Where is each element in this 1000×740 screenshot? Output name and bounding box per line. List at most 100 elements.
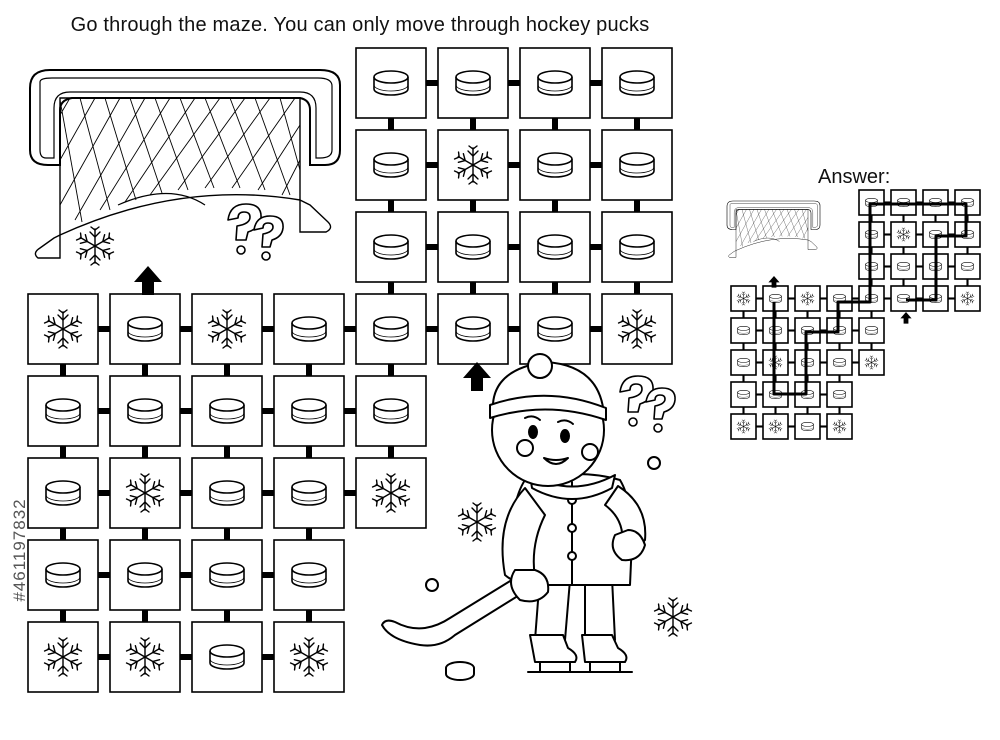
maze-connector: [224, 528, 230, 540]
maze-connector: [806, 311, 809, 318]
hockey-puck-icon: [865, 326, 878, 335]
maze-connector: [820, 361, 827, 364]
maze-connector: [756, 329, 763, 332]
maze-connector: [224, 610, 230, 622]
maze-cell: [109, 539, 181, 611]
maze-connector: [470, 118, 476, 130]
snowflake-icon: [458, 503, 496, 541]
hockey-puck-icon: [537, 234, 573, 260]
maze-connector: [820, 393, 827, 396]
maze-connector: [916, 265, 923, 268]
maze-connector: [552, 118, 558, 130]
hockey-puck-icon: [833, 358, 846, 367]
maze-connector: [508, 80, 520, 86]
maze-connector: [426, 80, 438, 86]
hockey-puck-icon: [769, 294, 782, 303]
maze-connector: [388, 364, 394, 376]
hockey-puck-icon: [619, 70, 655, 96]
answer-label: Answer:: [818, 166, 891, 188]
maze-cell: [437, 47, 509, 119]
hockey-puck-icon: [961, 262, 974, 271]
hockey-puck-icon: [455, 234, 491, 260]
maze-connector: [902, 247, 905, 254]
maze-connector: [142, 364, 148, 376]
maze-connector: [634, 200, 640, 212]
maze-connector: [788, 329, 795, 332]
hockey-puck-icon: [209, 480, 245, 506]
maze-connector: [590, 162, 602, 168]
maze-connector: [590, 80, 602, 86]
maze-connector: [60, 446, 66, 458]
maze-connector: [916, 233, 923, 236]
maze-connector: [262, 490, 274, 496]
maze-connector: [98, 408, 110, 414]
maze-connector: [98, 490, 110, 496]
hockey-puck-icon: [897, 262, 910, 271]
maze-connector: [180, 490, 192, 496]
maze-connector: [388, 282, 394, 294]
maze-connector: [388, 446, 394, 458]
maze-connector: [870, 343, 873, 350]
maze-grid: [27, 47, 673, 693]
maze-connector: [224, 364, 230, 376]
hockey-puck-icon: [209, 644, 245, 670]
maze-connector: [98, 572, 110, 578]
hockey-puck-icon: [373, 234, 409, 260]
maze-connector: [590, 326, 602, 332]
maze-connector: [884, 233, 891, 236]
maze-connector: [98, 654, 110, 660]
maze-connector: [838, 375, 841, 382]
maze-connector: [756, 361, 763, 364]
maze-connector: [552, 200, 558, 212]
hockey-puck-icon: [373, 316, 409, 342]
maze-connector: [60, 364, 66, 376]
maze-connector: [852, 297, 859, 300]
hockey-puck-icon: [455, 316, 491, 342]
snowflake-icon: [76, 227, 114, 265]
hockey-goal-icon: [29, 69, 341, 259]
maze-cell: [858, 349, 885, 376]
hockey-puck-icon: [127, 398, 163, 424]
maze-connector: [852, 329, 859, 332]
hockey-puck-icon: [45, 480, 81, 506]
maze-connector: [60, 528, 66, 540]
maze-connector: [806, 407, 809, 414]
hockey-puck-icon: [373, 398, 409, 424]
maze-cell: [273, 457, 345, 529]
maze-connector: [388, 118, 394, 130]
maze-connector: [142, 446, 148, 458]
maze-connector: [508, 244, 520, 250]
maze-connector: [470, 282, 476, 294]
maze-connector: [552, 282, 558, 294]
maze-connector: [180, 572, 192, 578]
maze-connector: [884, 265, 891, 268]
maze-connector: [508, 326, 520, 332]
maze-connector: [870, 311, 873, 318]
question-marks-icon: [227, 203, 284, 261]
arrow-up-icon: [134, 266, 162, 295]
maze-connector: [426, 326, 438, 332]
arrow-up-icon: [463, 362, 491, 391]
maze-connector: [98, 326, 110, 332]
maze-connector: [388, 200, 394, 212]
maze-connector: [142, 610, 148, 622]
maze-connector: [60, 610, 66, 622]
maze-connector: [742, 407, 745, 414]
maze-connector: [788, 297, 795, 300]
maze-connector: [948, 265, 955, 268]
hockey-puck-icon: [737, 326, 750, 335]
maze-connector: [742, 311, 745, 318]
maze-connector: [966, 279, 969, 286]
maze-connector: [180, 654, 192, 660]
hockey-puck-icon: [209, 398, 245, 424]
hockey-puck-icon: [619, 152, 655, 178]
maze-connector: [224, 446, 230, 458]
hockey-puck-icon: [833, 390, 846, 399]
hockey-puck-icon: [291, 480, 327, 506]
hockey-puck-icon: [127, 562, 163, 588]
maze-connector: [884, 297, 891, 300]
hockey-puck-icon: [373, 152, 409, 178]
maze-connector: [508, 162, 520, 168]
instruction-text: Go through the maze. You can only move t…: [70, 14, 650, 36]
hockey-puck-icon: [737, 390, 750, 399]
